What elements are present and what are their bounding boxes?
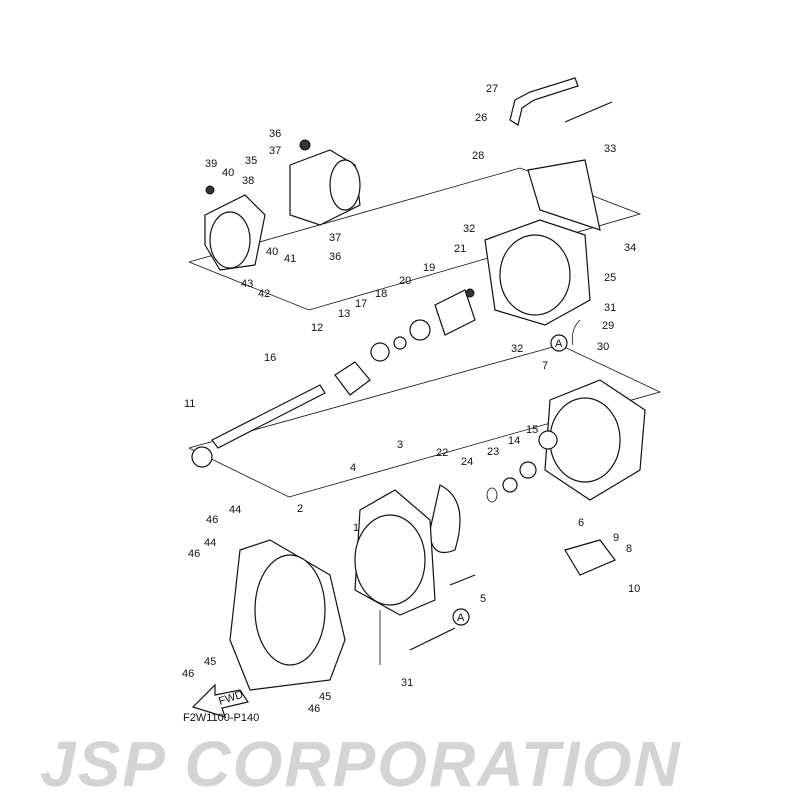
callout-44: 44 <box>204 537 216 549</box>
callout-46: 46 <box>182 668 194 680</box>
callout-11: 11 <box>184 398 195 410</box>
callout-30: 30 <box>597 341 609 353</box>
callout-40: 40 <box>222 167 234 179</box>
callout-45: 45 <box>319 691 331 703</box>
reference-circle <box>452 608 470 626</box>
callout-17: 17 <box>355 298 367 310</box>
callout-4: 4 <box>350 462 356 474</box>
callout-3: 3 <box>397 439 403 451</box>
drawing-code: F2W1100-P140 <box>183 712 259 724</box>
callout-41: 41 <box>284 253 296 265</box>
group-frames <box>188 167 662 665</box>
pump-housing-lower: FWD <box>191 379 646 718</box>
callout-44: 44 <box>229 504 241 516</box>
callout-29: 29 <box>602 320 614 332</box>
callout-10: 10 <box>628 583 640 595</box>
reference-mark: A <box>555 338 563 350</box>
callout-labels: 2726332836373539403834322125201918171312… <box>182 83 640 715</box>
callout-37: 37 <box>329 232 341 244</box>
callout-12: 12 <box>311 322 323 334</box>
reference-marks: AA <box>452 334 568 626</box>
reference-circle <box>550 334 568 352</box>
callout-35: 35 <box>245 155 257 167</box>
reference-mark: A <box>457 612 465 624</box>
callout-39: 39 <box>205 158 217 170</box>
callout-36: 36 <box>269 128 281 140</box>
callout-31: 31 <box>401 677 413 689</box>
steering-tube <box>509 77 613 231</box>
drive-shaft <box>191 384 326 468</box>
callout-34: 34 <box>624 242 636 254</box>
callout-16: 16 <box>264 352 276 364</box>
callout-40: 40 <box>266 246 278 258</box>
pump-housing-upper <box>334 219 591 396</box>
callout-32: 32 <box>463 223 475 235</box>
callout-42: 42 <box>258 288 270 300</box>
callout-43: 43 <box>241 278 253 290</box>
callout-23: 23 <box>487 446 499 458</box>
nozzle-assembly <box>204 139 361 271</box>
callout-15: 15 <box>526 424 538 436</box>
callout-46: 46 <box>308 703 320 715</box>
callout-36: 36 <box>329 251 341 263</box>
callout-38: 38 <box>242 175 254 187</box>
callout-25: 25 <box>604 272 616 284</box>
callout-13: 13 <box>338 308 350 320</box>
callout-19: 19 <box>423 262 435 274</box>
callout-24: 24 <box>461 456 473 468</box>
callout-21: 21 <box>454 243 466 255</box>
callout-6: 6 <box>578 517 584 529</box>
callout-1: 1 <box>353 522 359 534</box>
callout-7: 7 <box>542 360 548 372</box>
callout-28: 28 <box>472 150 484 162</box>
callout-22: 22 <box>436 447 448 459</box>
callout-31: 31 <box>604 302 616 314</box>
watermark: JSP CORPORATION <box>40 728 682 800</box>
callout-32: 32 <box>511 343 523 355</box>
callout-18: 18 <box>375 288 387 300</box>
callout-27: 27 <box>486 83 498 95</box>
callout-37: 37 <box>269 145 281 157</box>
callout-20: 20 <box>399 275 411 287</box>
callout-2: 2 <box>297 503 303 515</box>
callout-46: 46 <box>188 548 200 560</box>
callout-26: 26 <box>475 112 487 124</box>
callout-46: 46 <box>206 514 218 526</box>
callout-33: 33 <box>604 143 616 155</box>
callout-45: 45 <box>204 656 216 668</box>
callout-14: 14 <box>508 435 520 447</box>
callout-8: 8 <box>626 543 632 555</box>
callout-5: 5 <box>480 593 486 605</box>
callout-9: 9 <box>613 532 619 544</box>
